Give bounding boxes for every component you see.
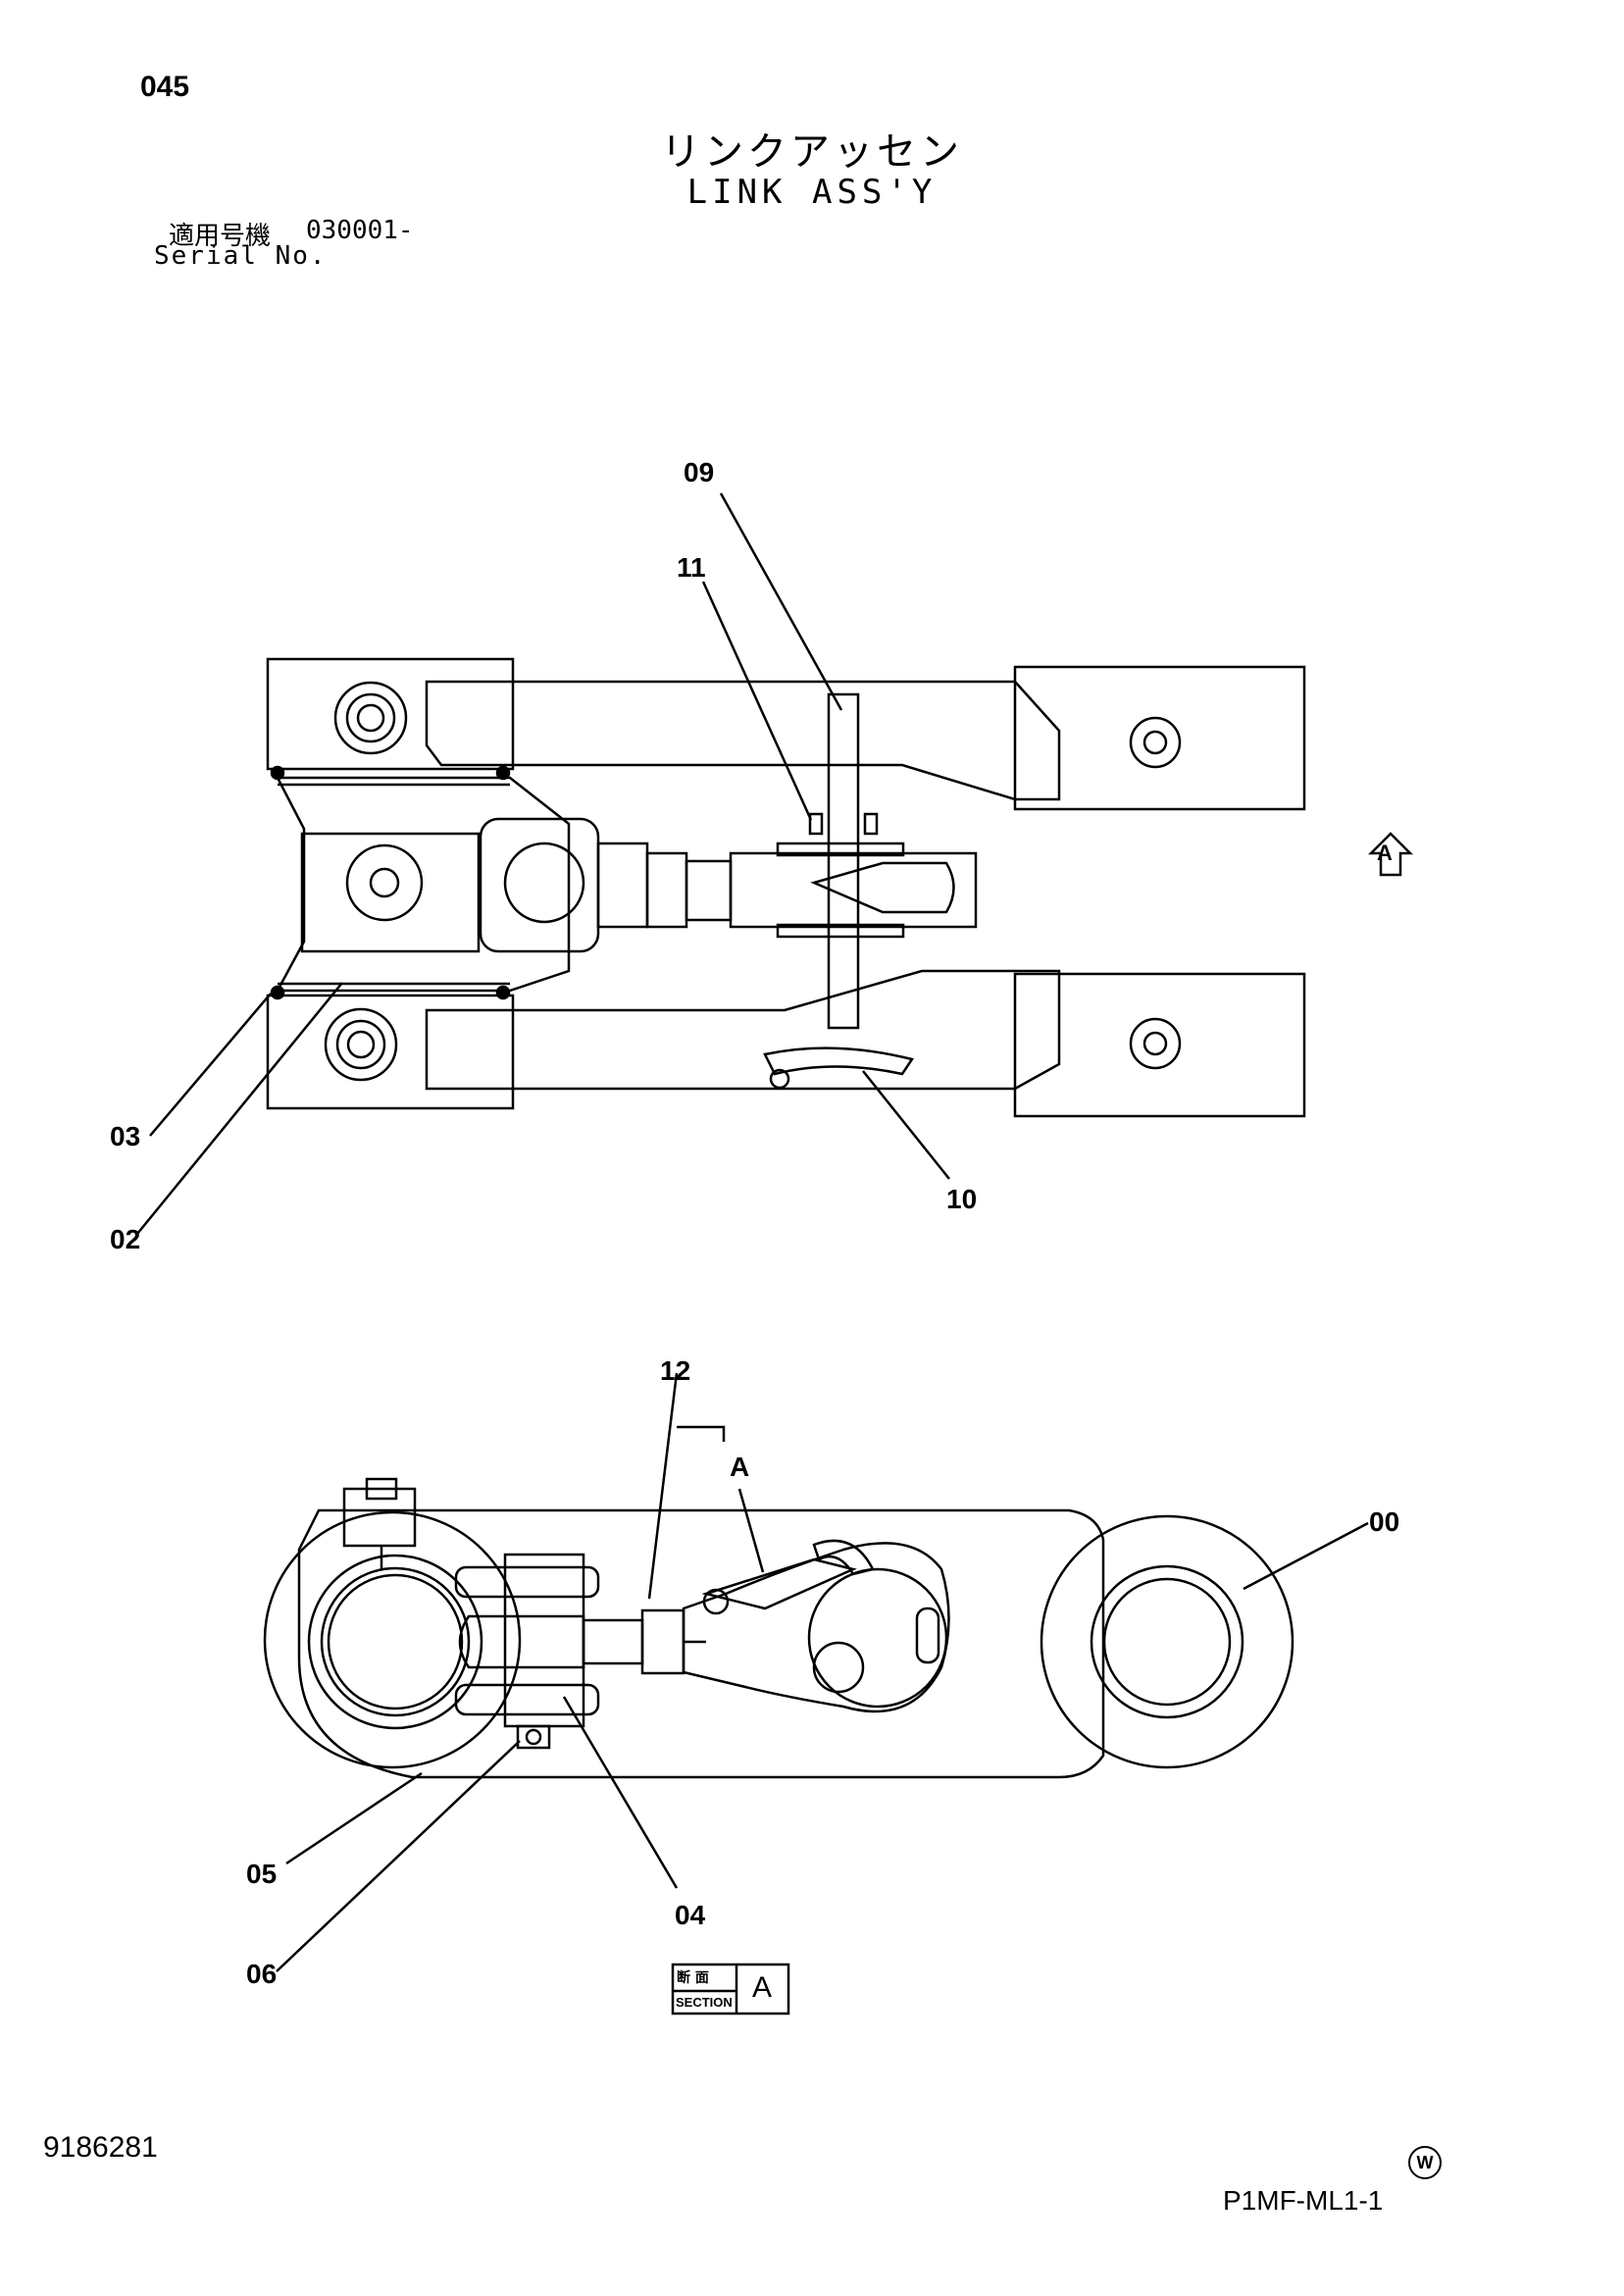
rod-12 [640,1608,685,1675]
w-mark-icon: W [1408,2146,1442,2179]
serial-label-japanese: 適用号機 [169,222,272,251]
lower-link-bar [425,969,1061,1091]
view-arrow-label: A [1377,841,1393,865]
callout-02: 02 [110,1224,141,1254]
nut-lower-right [1129,1017,1182,1070]
upper-link-bar [425,680,1061,801]
left-eye-outer [263,1510,522,1769]
callout-05: 05 [246,1859,278,1889]
callout-12: 12 [660,1355,691,1386]
callout-10: 10 [946,1184,978,1214]
hook-pin [812,1641,865,1694]
grease-fitting [342,1487,417,1548]
view-arrow-a [1367,832,1414,877]
pin-latch [810,861,955,914]
callout-11: 11 [677,552,706,583]
spring-10 [763,1046,915,1076]
section-box [671,1963,790,2015]
page-code: P1MF-ML1-1 [1223,2185,1384,2216]
right-block-upper [1013,665,1306,811]
section-arrow-label: A [730,1452,750,1482]
right-block-lower [1013,972,1306,1118]
document-number: 9186281 [43,2131,158,2164]
hook-body [682,1542,950,1713]
callout-03: 03 [110,1121,141,1151]
title-english: LINK ASS'Y [686,173,938,212]
callout-06: 06 [246,1959,278,1989]
top-view [136,492,1414,1235]
left-block-upper [266,657,515,771]
bolt-lower-left [324,1007,398,1082]
shackle-04 [503,1553,585,1728]
serial-label-english: Serial No. [154,241,328,271]
left-block-lower [266,994,515,1110]
center-bolt [345,843,424,922]
pin-eye [479,817,600,953]
nut-11 [808,812,824,836]
section-label-en: SECTION [676,1995,733,2010]
bolt-upper-left [333,681,408,755]
section-letter: A [752,1971,773,2004]
callout-04: 04 [675,1900,706,1930]
callout-09: 09 [684,457,715,487]
central-yoke [275,776,571,993]
bolt-05 [516,1724,551,1750]
serial-value: 030001- [306,216,414,245]
bushing-00 [1040,1514,1294,1769]
nut-upper-right [1129,716,1182,769]
latch-a [701,1557,857,1610]
section-label-jp: 断 面 [677,1970,709,1986]
callout-00: 00 [1369,1506,1400,1537]
page-number: 045 [140,71,190,103]
bolt-09 [827,692,860,1030]
link-body [297,1508,1105,1779]
section-view [263,1372,1369,2015]
master-pin-body [729,851,978,929]
title-japanese: リンクアッセン [661,129,963,175]
